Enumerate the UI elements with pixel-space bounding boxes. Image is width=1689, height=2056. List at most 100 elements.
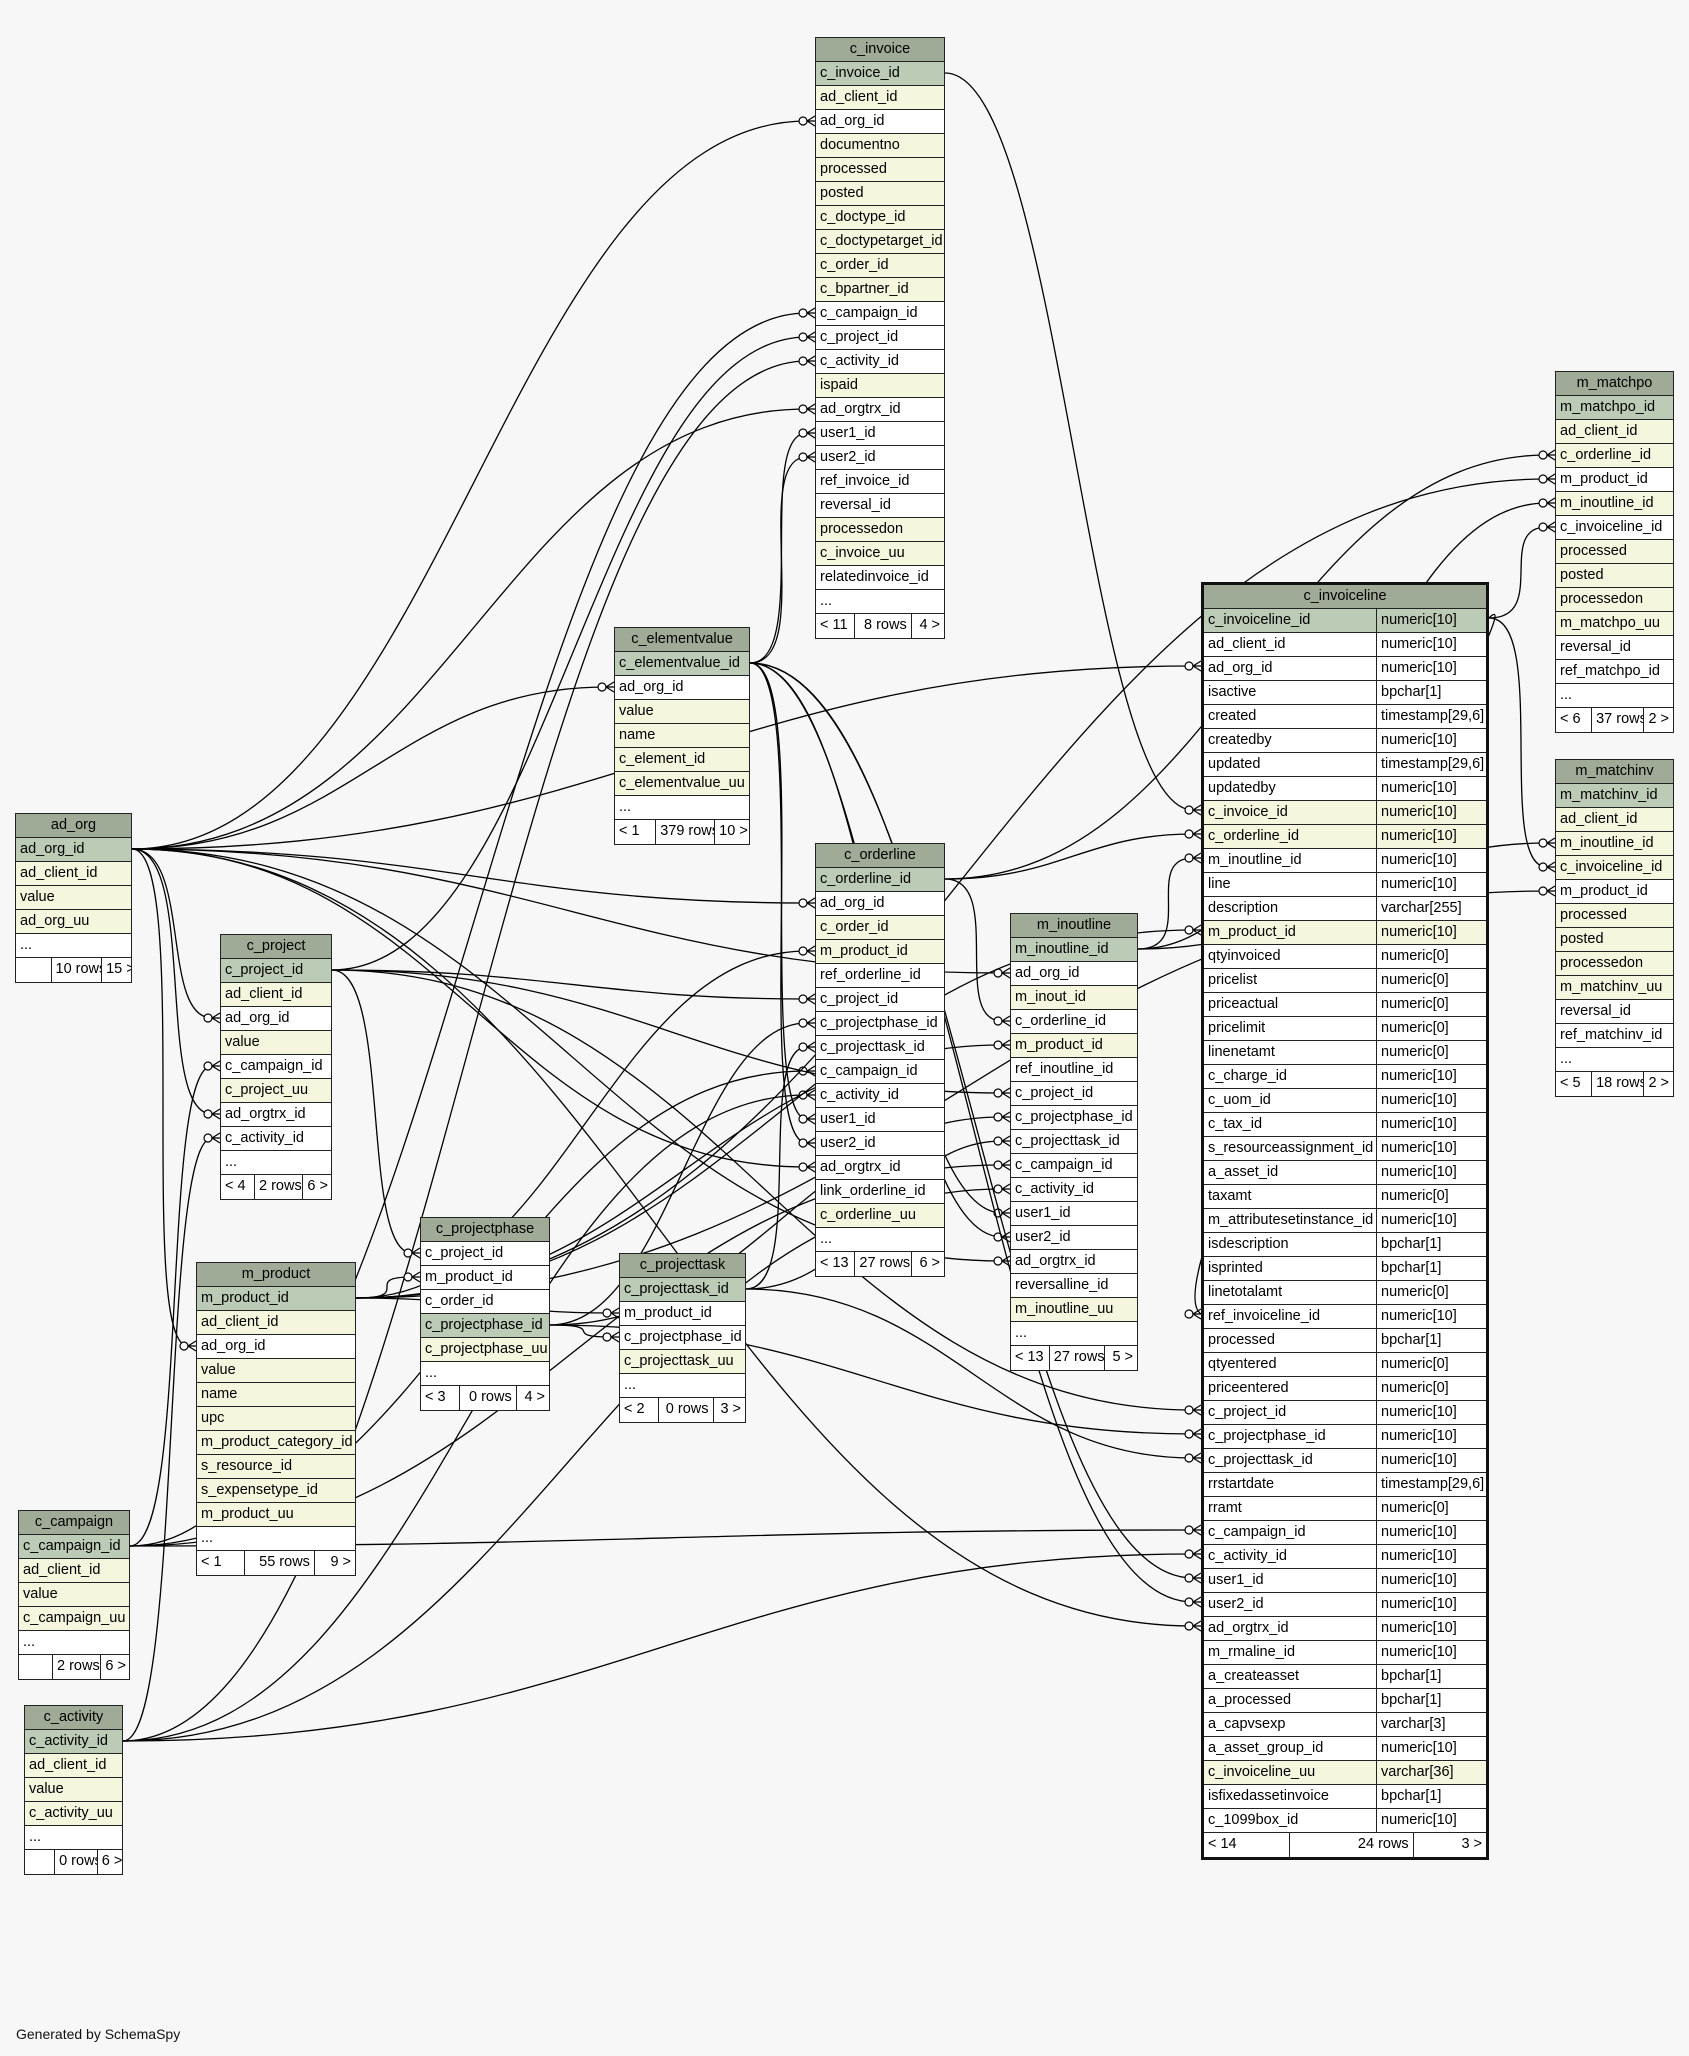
column-row[interactable]: m_product_id (1011, 1034, 1137, 1058)
column-row[interactable]: reversal_id (816, 494, 944, 518)
column-row[interactable]: ad_client_id (1556, 420, 1673, 444)
column-row[interactable]: value (16, 886, 131, 910)
row-count[interactable]: 27 rows (854, 1252, 910, 1276)
column-row[interactable]: m_product_id (1556, 468, 1673, 492)
column-row[interactable]: processedon (1556, 952, 1673, 976)
row-count[interactable]: 0 rows (459, 1386, 515, 1410)
column-row[interactable]: c_doctype_id (816, 206, 944, 230)
column-row[interactable]: c_order_id (421, 1290, 549, 1314)
column-row[interactable]: c_projectphase_uu (421, 1338, 549, 1362)
column-row[interactable]: ... (620, 1374, 745, 1398)
column-row[interactable]: c_projecttask_uu (620, 1350, 745, 1374)
row-count[interactable]: 37 rows (1591, 708, 1643, 732)
column-row[interactable]: ad_client_id (19, 1559, 129, 1583)
parent-count[interactable] (25, 1850, 54, 1874)
parent-count[interactable]: < 4 (225, 1178, 246, 1194)
column-row[interactable]: ad_client_id (816, 86, 944, 110)
column-row[interactable]: c_campaign_id (816, 1060, 944, 1084)
column-row[interactable]: processedon (816, 518, 944, 542)
child-count[interactable]: 6 > (302, 1175, 331, 1199)
table-header[interactable]: c_activity (25, 1706, 122, 1730)
row-count[interactable]: 379 rows (655, 820, 714, 844)
column-row[interactable]: c_projectphase_id (816, 1012, 944, 1036)
column-row[interactable]: ad_orgtrx_id (221, 1103, 331, 1127)
parent-count[interactable]: < 13 (1015, 1349, 1044, 1365)
table-header[interactable]: c_projectphase (421, 1218, 549, 1242)
column-row[interactable]: ref_matchinv_id (1556, 1024, 1673, 1048)
column-row[interactable]: c_activity_uu (25, 1802, 122, 1826)
column-row[interactable]: processed (1556, 904, 1673, 928)
column-row[interactable]: ad_org_id (1011, 962, 1137, 986)
parent-count[interactable]: < 13 (820, 1255, 849, 1271)
column-row[interactable]: m_inoutline_id (1556, 832, 1673, 856)
column-row[interactable]: ref_matchpo_id (1556, 660, 1673, 684)
column-row[interactable]: m_inout_id (1011, 986, 1137, 1010)
column-row[interactable]: ... (615, 796, 749, 820)
column-row[interactable]: m_product_id (197, 1287, 355, 1311)
column-row[interactable]: ref_inoutline_id (1011, 1058, 1137, 1082)
row-count[interactable]: 55 rows (244, 1551, 314, 1575)
column-row[interactable]: m_product_category_id (197, 1431, 355, 1455)
column-row[interactable]: value (19, 1583, 129, 1607)
column-row[interactable]: c_project_id (221, 959, 331, 983)
column-row[interactable]: ... (1556, 684, 1673, 708)
parent-count[interactable]: < 1 (619, 823, 640, 839)
column-row[interactable]: c_orderline_id (1011, 1010, 1137, 1034)
column-row[interactable]: ref_orderline_id (816, 964, 944, 988)
parent-count[interactable]: < 1 (201, 1554, 222, 1570)
column-row[interactable]: c_project_id (816, 326, 944, 350)
row-count[interactable]: 8 rows (854, 614, 910, 638)
parent-count[interactable]: < 2 (624, 1401, 645, 1417)
column-row[interactable]: c_activity_id (1011, 1178, 1137, 1202)
column-row[interactable]: c_order_id (816, 916, 944, 940)
column-row[interactable]: m_inoutline_uu (1011, 1298, 1137, 1322)
column-row[interactable]: c_project_id (816, 988, 944, 1012)
column-row[interactable]: ... (19, 1631, 129, 1655)
row-count[interactable]: 10 rows (50, 958, 101, 982)
table-header[interactable]: c_project (221, 935, 331, 959)
column-row[interactable]: value (197, 1359, 355, 1383)
child-count[interactable]: 3 > (712, 1398, 746, 1422)
column-row[interactable]: posted (816, 182, 944, 206)
column-row[interactable]: user2_id (1011, 1226, 1137, 1250)
column-row[interactable]: value (25, 1778, 122, 1802)
table-header[interactable]: c_invoiceline (1204, 585, 1486, 609)
column-row[interactable]: c_bpartner_id (816, 278, 944, 302)
column-row[interactable]: user1_id (1011, 1202, 1137, 1226)
column-row[interactable]: s_resource_id (197, 1455, 355, 1479)
column-row[interactable]: ad_org_id (816, 892, 944, 916)
column-row[interactable]: m_matchinv_id (1556, 784, 1673, 808)
column-row[interactable]: relatedinvoice_id (816, 566, 944, 590)
column-row[interactable]: c_elementvalue_id (615, 652, 749, 676)
column-row[interactable]: m_product_id (620, 1302, 745, 1326)
column-row[interactable]: c_projectphase_id (1011, 1106, 1137, 1130)
